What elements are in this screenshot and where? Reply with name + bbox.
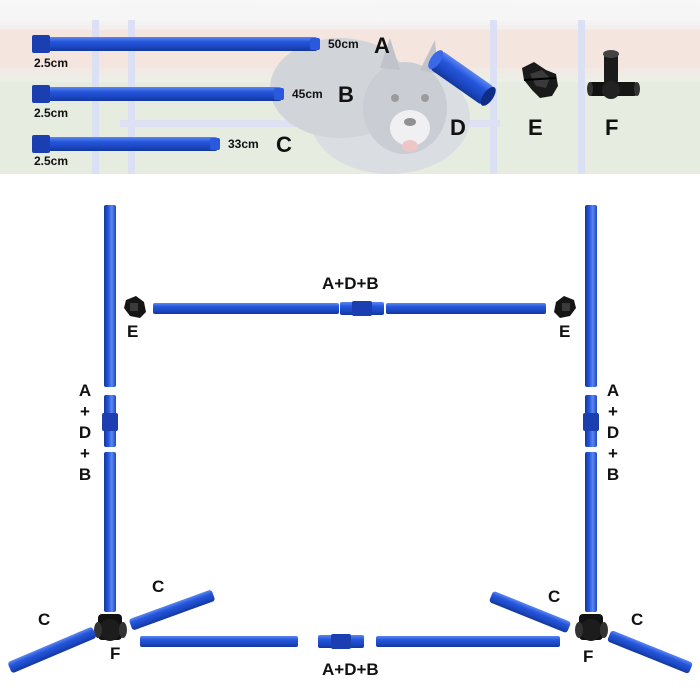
right-leg-outer-label: C [631,610,644,629]
dog-photo [270,38,470,174]
part-a-letter: A [374,33,390,58]
left-post-label: A + D + B [73,380,97,485]
post-label-line: D [78,423,92,442]
part-f-foot [587,50,640,99]
part-d-letter: D [450,115,466,140]
post-label-line: B [78,465,92,484]
part-b-diameter: 2.5cm [34,106,69,120]
part-a-pole [32,35,320,53]
left-post [102,205,118,612]
right-post [583,205,599,612]
post-label-line: + [608,444,618,463]
right-foot [575,614,608,641]
part-e-letter: E [528,115,543,140]
right-clip-label: E [559,322,571,341]
post-label-line: A [606,381,620,400]
part-a-length: 50cm [328,37,359,51]
part-b-length: 45cm [292,87,323,101]
left-clip-label: E [127,322,139,341]
bottom-bar [140,634,560,649]
right-leg-outer [607,630,693,674]
part-f-letter: F [605,115,619,140]
left-leg-outer-label: C [38,610,51,629]
part-b-pole [32,85,284,103]
part-c-diameter: 2.5cm [34,154,69,168]
part-b-letter: B [338,82,354,107]
part-c-letter: C [276,132,292,157]
right-leg-inner-label: C [548,587,561,606]
left-clip [124,296,146,318]
left-leg-inner-label: C [152,577,165,596]
post-label-line: A [78,381,92,400]
right-post-label: A + D + B [601,380,625,485]
top-bar-label: A+D+B [322,274,379,293]
left-foot-label: F [110,644,121,663]
left-leg-outer [8,627,96,673]
post-label-line: B [606,465,620,484]
right-foot-label: F [583,647,594,666]
photo-pole [578,20,585,174]
part-a-diameter: 2.5cm [34,56,69,70]
part-e-clip [522,62,558,98]
post-label-line: + [80,444,90,463]
right-leg-inner [489,591,571,633]
post-label-line: + [80,402,90,421]
post-label-line: + [608,402,618,421]
part-d-connector [428,50,496,106]
left-leg-inner [129,590,215,630]
part-c-length: 33cm [228,137,259,151]
background-photo [0,0,700,174]
top-bar [153,301,546,316]
bottom-bar-label: A+D+B [322,660,379,679]
right-clip [554,296,576,318]
left-foot [94,614,127,641]
post-label-line: D [606,423,620,442]
part-c-pole [32,135,220,153]
